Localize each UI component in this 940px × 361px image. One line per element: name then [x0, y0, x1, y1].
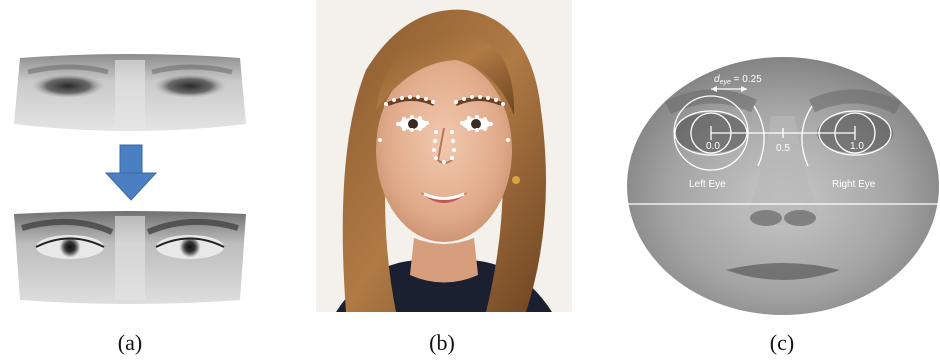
left-eye-label: Left Eye	[689, 179, 726, 190]
eye-strip-after	[14, 211, 246, 304]
eye-strip-before	[14, 54, 246, 131]
panel-a-graphic	[0, 0, 260, 320]
panel-b-graphic	[316, 0, 572, 312]
caption-c: (c)	[752, 330, 812, 356]
down-arrow-icon	[106, 145, 156, 200]
right-eye-label: Right Eye	[832, 179, 876, 190]
tick-label-mid: 0.5	[776, 143, 790, 154]
tick-label-left: 0.0	[706, 141, 720, 152]
panel-b	[316, 0, 572, 312]
panel-c: deye = 0.25 0.0 0.5 1.0 Left Eye Right E…	[626, 56, 940, 316]
caption-b: (b)	[412, 330, 472, 356]
panel-c-graphic: deye = 0.25 0.0 0.5 1.0 Left Eye Right E…	[626, 56, 940, 316]
tick-label-right: 1.0	[850, 141, 864, 152]
panel-a	[0, 0, 260, 320]
caption-a: (a)	[100, 330, 160, 356]
